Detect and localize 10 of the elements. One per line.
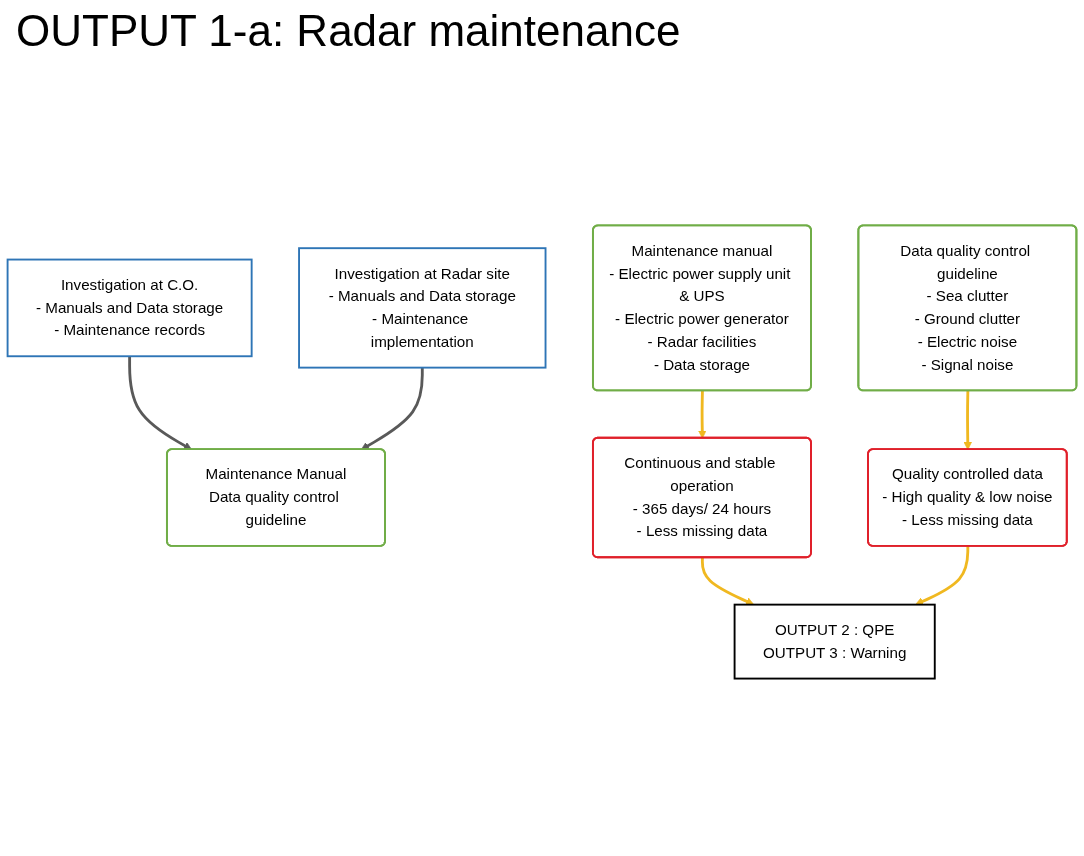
- arrow: [700, 557, 755, 606]
- arrow: [360, 367, 424, 450]
- arrow: [915, 546, 970, 606]
- title: OUTPUT 1-a: Radar maintenance: [16, 6, 682, 56]
- arrow: [128, 356, 192, 450]
- arrow: [698, 390, 707, 439]
- node-box: Investigation at Radar site - Manuals and Data storage - Maintenance implementation: [298, 247, 547, 369]
- node-box: Investigation at C.O. - Manuals and Data storage - Maintenance records: [6, 258, 253, 358]
- arrow: [963, 390, 972, 450]
- node-box: OUTPUT 2 : QPE OUTPUT 3 : Warning: [733, 603, 936, 680]
